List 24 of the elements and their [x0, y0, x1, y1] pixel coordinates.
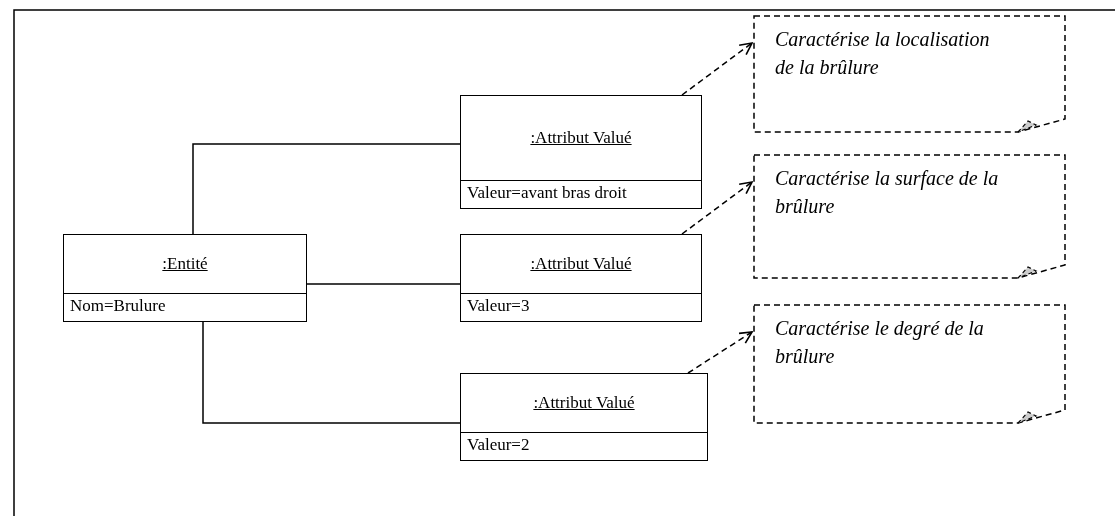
attribute-value: Nom=Brulure	[64, 293, 306, 321]
object-name: :Attribut Valué	[533, 393, 635, 413]
note-box	[753, 15, 1066, 133]
note-text: Caractérise la localisation de la brûlure	[775, 27, 991, 80]
object-name: :Attribut Valué	[530, 128, 632, 148]
object-box	[460, 95, 702, 209]
dashed-arrow	[681, 42, 753, 96]
object-box	[63, 234, 307, 322]
attribute-value: Valeur=2	[461, 432, 707, 460]
dashed-arrow	[681, 181, 753, 235]
object-box	[460, 373, 708, 461]
connector-line	[202, 321, 461, 424]
attribute-value: Valeur=3	[461, 293, 701, 321]
object-name: :Entité	[162, 254, 208, 274]
note-box	[753, 154, 1066, 279]
object-name: :Attribut Valué	[530, 254, 632, 274]
object-box	[460, 234, 702, 322]
note-box	[753, 304, 1066, 424]
note-text: Caractérise la surface de la brûlure	[775, 166, 1000, 219]
note-text: Caractérise le degré de la brûlure	[775, 316, 985, 369]
connector-line	[192, 143, 461, 235]
dashed-arrow	[687, 331, 753, 374]
attribute-value: Valeur=avant bras droit	[461, 180, 701, 208]
connector-line	[306, 283, 461, 285]
